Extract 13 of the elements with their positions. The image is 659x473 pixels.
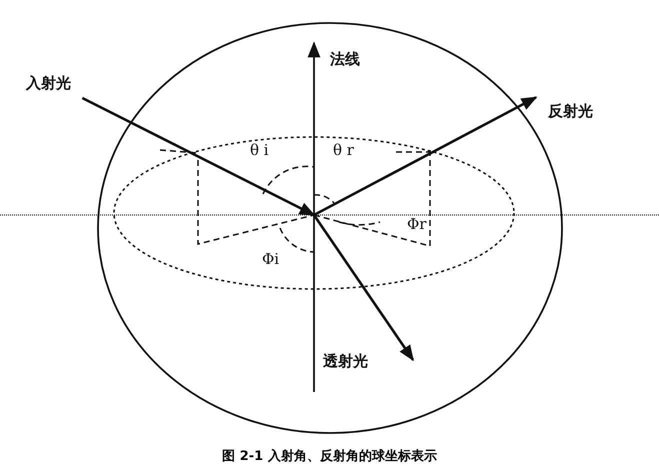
arrow [308,41,320,392]
light-ray-label: 法线 [330,50,360,68]
light-ray-label: 入射光 [26,74,71,92]
angle-label: Φr [407,215,426,233]
arrow [312,214,414,362]
figure-caption: 图 2-1 入射角、反射角的球坐标表示 [222,448,437,465]
light-ray-label: 反射光 [548,102,593,120]
light-ray-label: 透射光 [323,352,368,370]
arrow [82,96,316,216]
angle-label: θ r [333,141,354,159]
arrow [313,96,538,216]
angle-label: Φi [262,250,280,268]
angle-label: θ i [250,141,269,159]
